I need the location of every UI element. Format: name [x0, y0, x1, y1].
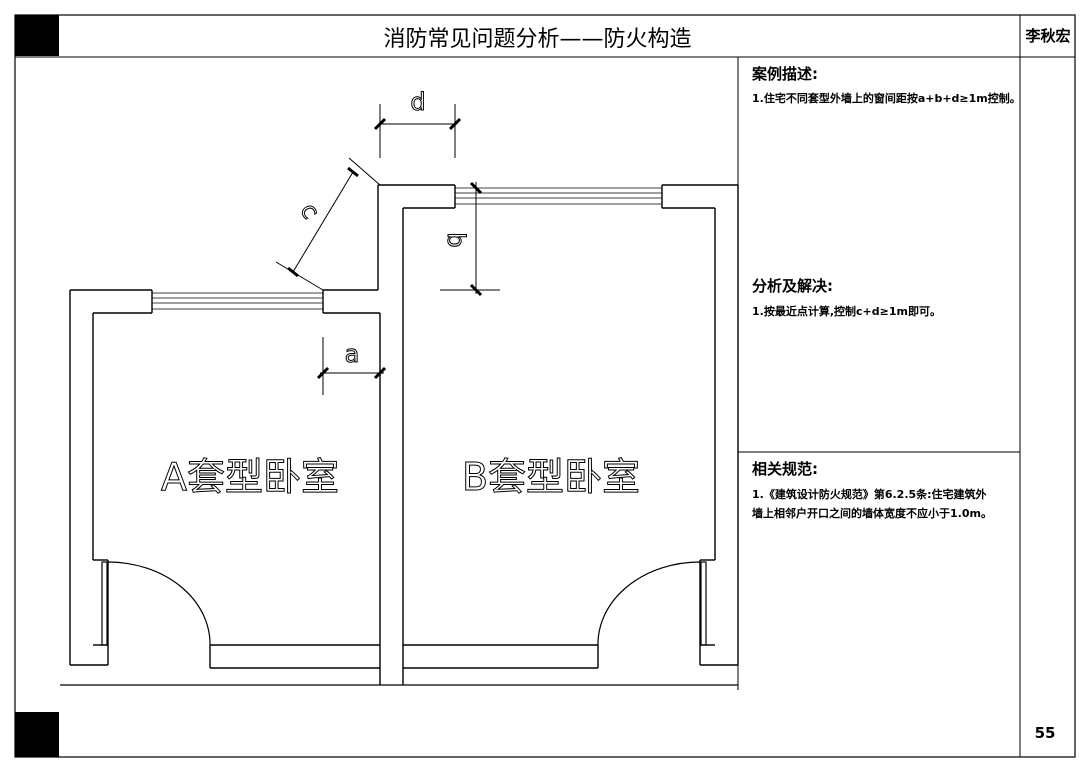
author-name: 李秋宏	[1025, 27, 1071, 45]
analysis-body: 1.按最近点计算,控制c+d≥1m即可。	[752, 305, 941, 318]
door-room-b	[597, 561, 707, 646]
dimension-label-a: a	[345, 340, 360, 368]
analysis-heading: 分析及解决:	[752, 277, 833, 295]
dimension-label-b: b	[442, 232, 470, 247]
case-body: 1.住宅不同套型外墙上的窗间距按a+b+d≥1m控制。	[752, 92, 1021, 105]
page-title: 消防常见问题分析——防火构造	[383, 27, 692, 52]
corner-block-bottom	[15, 712, 59, 757]
dimension-d	[373, 104, 462, 158]
room-b-label: B套型卧室	[462, 455, 640, 499]
references-line-2: 墙上相邻户开口之间的墙体宽度不应小于1.0m。	[752, 507, 992, 520]
room-b-walls	[377, 184, 739, 685]
room-a-label: A套型卧室	[161, 455, 339, 499]
dimension-a	[316, 337, 387, 395]
dimension-b	[440, 181, 500, 297]
references-body: 1.《建筑设计防火规范》第6.2.5条:住宅建筑外 墙上相邻户开口之间的墙体宽度…	[752, 485, 992, 523]
references-line-1: 1.《建筑设计防火规范》第6.2.5条:住宅建筑外	[752, 488, 987, 501]
case-heading: 案例描述:	[752, 65, 818, 83]
sheet-border	[14, 14, 1076, 758]
page-number: 55	[1034, 724, 1056, 742]
corner-block-top	[15, 15, 59, 56]
dimension-label-d: d	[410, 88, 425, 116]
window-room-b	[455, 187, 662, 205]
door-room-a	[101, 561, 211, 646]
dimension-label-c: c	[295, 198, 326, 223]
references-heading: 相关规范:	[752, 460, 818, 478]
window-room-a	[152, 292, 323, 310]
dimension-c	[275, 157, 381, 291]
